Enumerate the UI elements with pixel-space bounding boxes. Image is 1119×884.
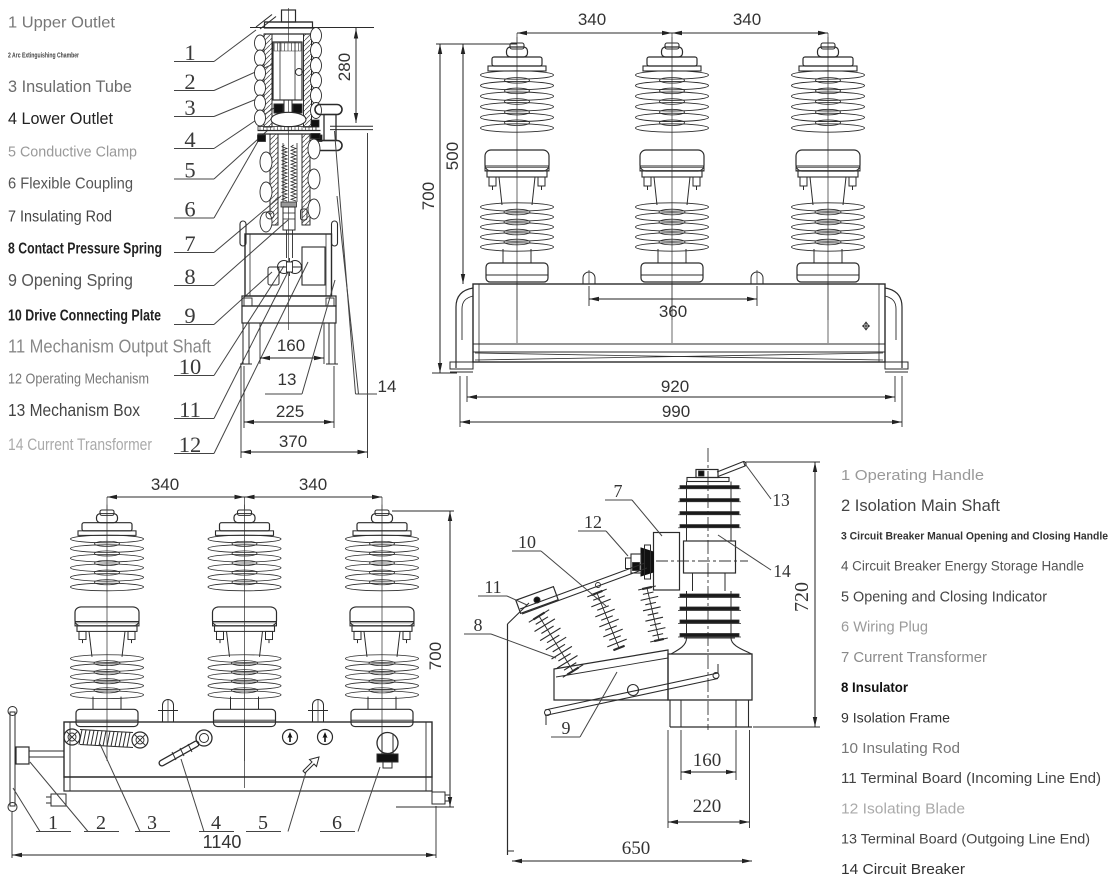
svg-text:3: 3	[147, 812, 157, 834]
svg-text:10 Insulating Rod: 10 Insulating Rod	[841, 741, 960, 757]
svg-text:14 Current Transformer: 14 Current Transformer	[8, 436, 152, 454]
svg-text:14: 14	[378, 377, 397, 396]
svg-text:9 Opening Spring: 9 Opening Spring	[8, 270, 133, 290]
svg-text:14: 14	[773, 561, 791, 581]
svg-text:500: 500	[443, 142, 462, 170]
svg-text:13: 13	[278, 370, 297, 389]
svg-text:280: 280	[335, 53, 354, 81]
svg-text:10: 10	[179, 354, 202, 379]
svg-text:1: 1	[48, 812, 58, 834]
svg-text:340: 340	[733, 10, 761, 29]
svg-text:5 Conductive Clamp: 5 Conductive Clamp	[8, 143, 137, 160]
svg-text:7: 7	[614, 481, 623, 501]
svg-text:2 Arc Extinguishing Chamber: 2 Arc Extinguishing Chamber	[8, 52, 79, 59]
svg-text:2: 2	[184, 69, 195, 94]
svg-text:9: 9	[184, 303, 195, 328]
svg-text:360: 360	[659, 302, 687, 321]
svg-text:8 Insulator: 8 Insulator	[841, 679, 909, 695]
svg-text:340: 340	[151, 475, 179, 494]
svg-text:6: 6	[184, 197, 195, 222]
svg-text:5: 5	[184, 158, 195, 183]
svg-text:160: 160	[693, 750, 722, 771]
svg-text:700: 700	[419, 182, 438, 210]
svg-text:700: 700	[426, 642, 445, 670]
svg-text:160: 160	[277, 336, 305, 355]
svg-text:4 Lower Outlet: 4 Lower Outlet	[8, 110, 113, 128]
svg-text:6: 6	[332, 812, 342, 834]
svg-text:2 Isolation Main Shaft: 2 Isolation Main Shaft	[841, 496, 1000, 515]
svg-text:370: 370	[279, 432, 307, 451]
svg-text:9: 9	[562, 718, 571, 738]
svg-text:3: 3	[184, 95, 195, 120]
svg-text:340: 340	[578, 10, 606, 29]
svg-text:10 Drive Connecting Plate: 10 Drive Connecting Plate	[8, 308, 161, 325]
svg-text:11 Mechanism Output Shaft: 11 Mechanism Output Shaft	[8, 335, 211, 356]
svg-text:10: 10	[518, 532, 536, 552]
svg-text:4 Circuit Breaker Energy Stora: 4 Circuit Breaker Energy Storage Handle	[841, 559, 1084, 574]
svg-text:6 Flexible Coupling: 6 Flexible Coupling	[8, 175, 133, 192]
svg-text:9 Isolation Frame: 9 Isolation Frame	[841, 709, 950, 725]
svg-text:12: 12	[584, 512, 602, 532]
svg-text:1140: 1140	[203, 832, 242, 852]
svg-text:4: 4	[184, 127, 195, 152]
svg-text:7 Insulating Rod: 7 Insulating Rod	[8, 208, 112, 225]
svg-text:14 Circuit Breaker: 14 Circuit Breaker	[841, 861, 965, 878]
svg-text:340: 340	[299, 475, 327, 494]
svg-text:5: 5	[258, 812, 268, 834]
svg-text:3 Circuit Breaker Manual Openi: 3 Circuit Breaker Manual Opening and Clo…	[841, 531, 1108, 543]
svg-text:6 Wiring Plug: 6 Wiring Plug	[841, 620, 928, 636]
svg-text:11: 11	[179, 397, 201, 422]
svg-text:920: 920	[661, 377, 689, 396]
svg-text:8 Contact Pressure Spring: 8 Contact Pressure Spring	[8, 240, 162, 257]
svg-text:7: 7	[184, 231, 195, 256]
svg-text:1 Operating Handle: 1 Operating Handle	[841, 468, 984, 484]
svg-text:11: 11	[484, 577, 501, 597]
svg-text:720: 720	[791, 582, 813, 612]
svg-text:5 Opening and Closing Indicato: 5 Opening and Closing Indicator	[841, 589, 1047, 605]
svg-text:225: 225	[276, 402, 304, 421]
svg-text:8: 8	[184, 264, 195, 289]
svg-text:13 Mechanism Box: 13 Mechanism Box	[8, 400, 140, 420]
svg-text:11 Terminal Board (Incoming Li: 11 Terminal Board (Incoming Line End)	[841, 771, 1101, 787]
svg-text:220: 220	[693, 796, 722, 817]
svg-text:8: 8	[474, 615, 483, 635]
svg-text:7 Current Transformer: 7 Current Transformer	[841, 650, 987, 666]
svg-text:1 Upper Outlet: 1 Upper Outlet	[8, 15, 116, 32]
svg-text:13: 13	[772, 490, 790, 510]
svg-text:12: 12	[179, 432, 202, 457]
svg-text:12 Isolating Blade: 12 Isolating Blade	[841, 801, 965, 817]
svg-text:12 Operating Mechanism: 12 Operating Mechanism	[8, 370, 149, 387]
svg-text:13 Terminal Board (Outgoing Li: 13 Terminal Board (Outgoing Line End)	[841, 831, 1090, 847]
svg-text:2: 2	[96, 812, 106, 834]
svg-text:4: 4	[211, 812, 221, 834]
svg-text:650: 650	[622, 838, 651, 859]
svg-text:3 Insulation Tube: 3 Insulation Tube	[8, 78, 132, 96]
svg-text:990: 990	[662, 402, 690, 421]
svg-text:1: 1	[184, 40, 195, 65]
